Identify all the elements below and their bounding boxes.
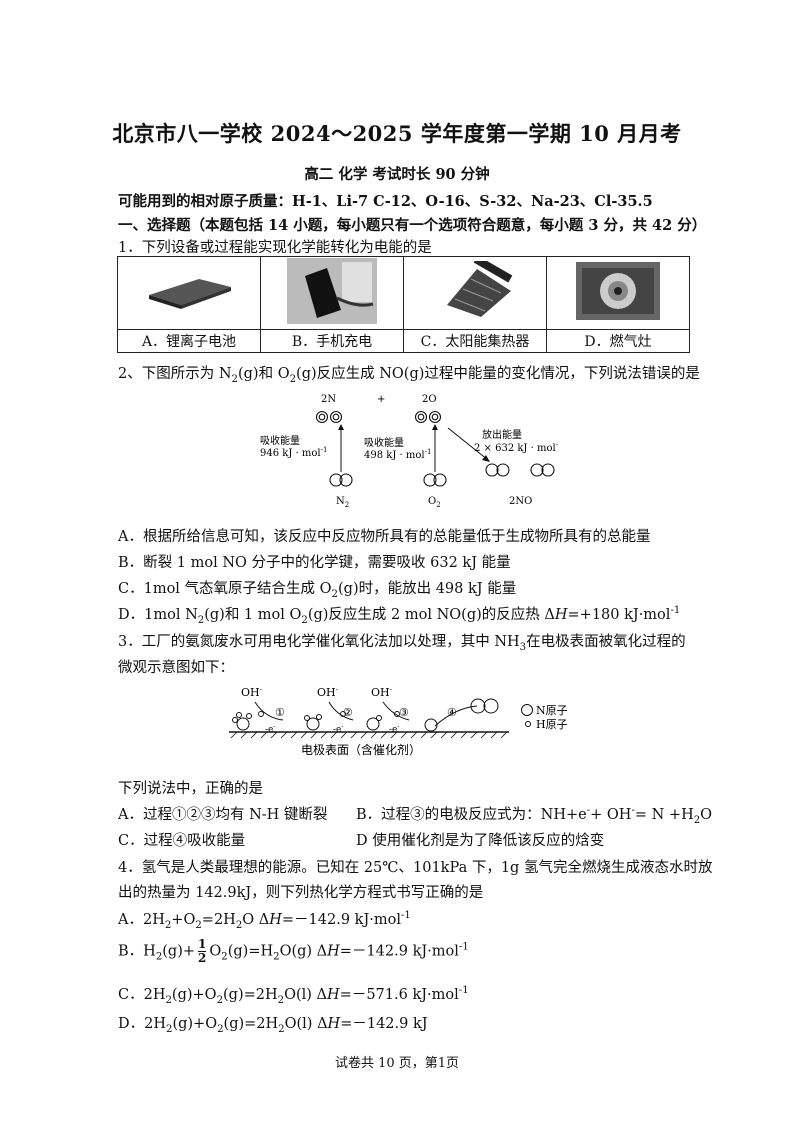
q1-option-d: D．燃气灶 [546,329,690,353]
absorb-label-2: 吸收能量 [364,436,404,449]
q1-image-cell-b [260,256,404,330]
electron-1: -e- [265,723,275,735]
battery-image [149,279,231,309]
q1-option-a: A．锂离子电池 [117,329,261,353]
label-plus: + [377,394,385,405]
label-2no: 2NO [509,496,532,507]
q2-option-b: B．断裂 1 mol NO 分子中的化学键，需要吸收 632 kJ 能量 [118,555,511,571]
page-title: 北京市八一学校 2024～2025 学年度第一学期 10 月月考 [112,121,682,146]
absorb-value-2: 498 kJ · mol-1 [364,448,431,461]
release-label: 放出能量 [482,428,522,441]
q1-image-cell-c [403,255,547,330]
gas-stove-image [576,262,660,320]
step-2: ② [343,706,353,719]
q2-option-c: C．1mol 气态氧原子结合生成 O2(g)时，能放出 498 kJ 能量 [118,581,517,600]
label-o2: O2 [428,496,441,509]
q4-stem-line2: 出的热量为 142.9kJ，则下列热化学方程式书写正确的是 [118,885,484,901]
q1-stem: 1．下列设备或过程能实现化学能转化为电能的是 [118,240,432,256]
q3-option-c: C．过程④吸收能量 [118,833,246,849]
oh-label-2: OH- [317,686,339,699]
q2-stem: 2、下图所示为 N2(g)和 O2(g)反应生成 NO(g)过程中能量的变化情况… [118,366,700,385]
q2-option-d: D．1mol N2(g)和 1 mol O2(g)反应生成 2 mol NO(g… [118,605,681,626]
q1-options-table: A．锂离子电池 B．手机充电 C．太阳能集热器 D．燃气灶 [117,255,690,353]
page-footer: 试卷共 10 页，第1页 [334,1056,460,1071]
electron-2: -e- [333,723,343,735]
q4-option-d: D．2H2(g)+O2(g)=2H2O(l) ΔH=－142.9 kJ [118,1016,428,1035]
step-3: ③ [399,706,409,719]
oh-label-3: OH- [371,686,393,699]
step-1: ① [275,706,285,719]
q3-option-a: A．过程①②③均有 N-H 键断裂 [118,807,328,823]
phone-charging-image [287,258,377,324]
legend-n: N原子 [536,704,568,717]
q4-stem-line1: 4．氢气是人类最理想的能源。已知在 25℃、101kPa 下，1g 氢气完全燃烧… [118,860,713,876]
label-n2: N2 [336,496,349,509]
q1-option-c: C．太阳能集热器 [403,329,547,353]
release-value: 2 × 632 kJ · mol- [474,441,559,454]
step-4: ④ [447,706,457,719]
q1-option-b: B．手机充电 [260,329,404,353]
label-2n: 2N [321,394,336,405]
q2-option-a: A．根据所给信息可知，该反应中反应物所具有的总能量低于生成物所具有的总能量 [118,529,651,545]
electron-3: -e- [389,723,399,735]
q1-image-cell-d [546,256,690,330]
q1-image-cell-a [117,256,261,330]
solar-heater-image [447,255,513,317]
q3-lead: 下列说法中，正确的是 [118,781,263,797]
q4-option-c: C．2H2(g)+O2(g)=2H2O(l) ΔH=－571.6 kJ·mol-… [118,985,469,1006]
q2-energy-diagram: 2N + 2O 吸收能量 946 kJ · mol-1 吸收能量 498 kJ … [260,394,559,509]
q3-option-d: D 使用催化剂是为了降低该反应的焓变 [356,833,605,849]
q3-stem-line2: 微观示意图如下： [118,660,234,676]
absorb-value-1: 946 kJ · mol-1 [260,446,327,459]
oh-label-1: OH- [241,686,263,699]
section-heading: 一、选择题（本题包括 14 小题，每小题只有一个选项符合题意，每小题 3 分，共… [118,217,707,234]
q4-option-a: A．2H2+O2=2H2O ΔH=－142.9 kJ·mol-1 [118,910,411,931]
q3-stem-line1: 3．工厂的氨氮废水可用电化学催化氧化法加以处理，其中 NH3在电极表面被氧化过程… [118,634,686,653]
q3-option-b: B．过程③的电极反应式为：NH+e-+ OH-= N +H2O [356,805,713,826]
electrode-surface-label: 电极表面（含催化剂） [301,742,421,757]
exam-subtitle: 高二 化学 考试时长 90 分钟 [304,166,490,183]
absorb-label-1: 吸收能量 [260,434,300,447]
q3-process-diagram: OH- OH- OH- ① ② ③ ④ -e- -e- -e- 电极表面（含催化… [229,686,568,757]
label-2o: 2O [422,394,437,405]
atomic-masses: 可能用到的相对原子质量：H-1、Li-7 C-12、O-16、S-32、Na-2… [118,193,653,210]
legend-h: H原子 [536,718,568,731]
